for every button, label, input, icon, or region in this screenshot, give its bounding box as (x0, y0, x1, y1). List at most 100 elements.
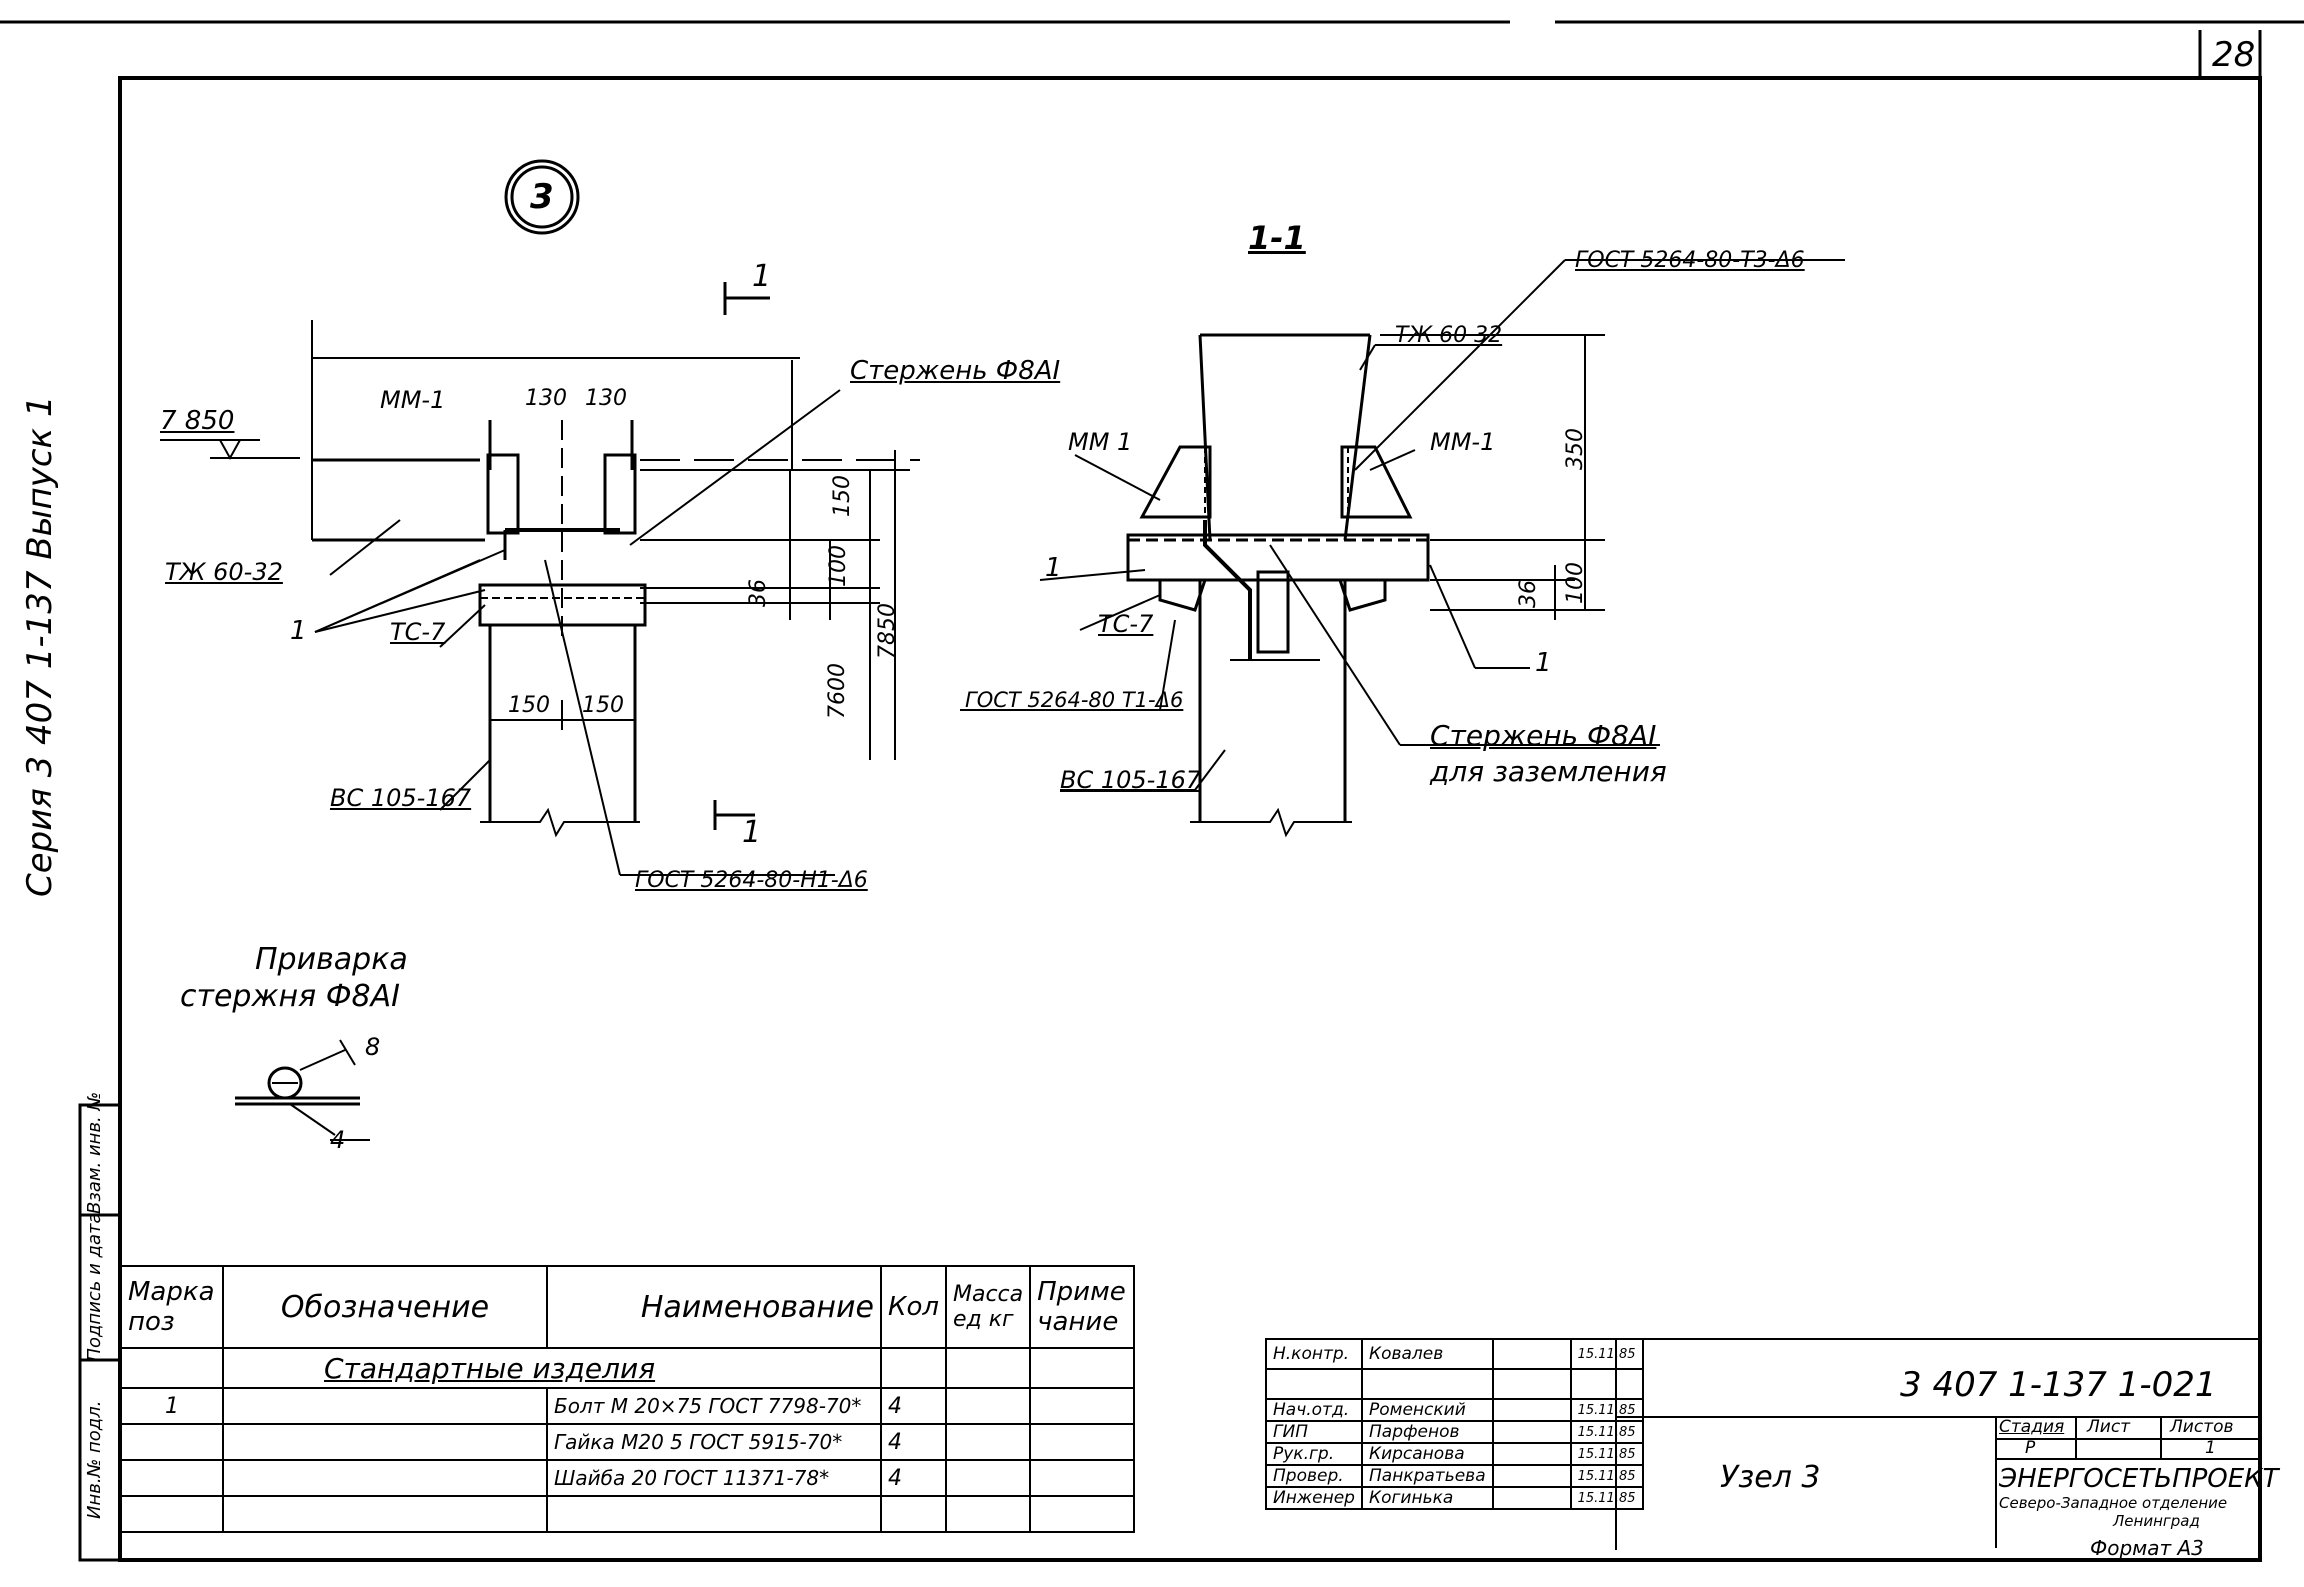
spec-cell-name: Шайба 20 ГОСТ 11371-78* (546, 1459, 882, 1497)
vs105-label-left: ВС 105-167 (330, 784, 472, 812)
tzh-label-right: ТЖ 60 32 (1395, 323, 1503, 348)
mm1-label-right-right: ММ-1 (1430, 428, 1496, 456)
spec-cell-mark: 1 (120, 1387, 224, 1425)
dim-7850-v: 7850 (875, 603, 900, 659)
weld-title-line1: Приварка (255, 942, 408, 977)
staff-date: 15.11.85 (1569, 1486, 1644, 1510)
staff-role: Провер. (1265, 1464, 1363, 1488)
dim-150-a: 150 (508, 693, 550, 718)
drawing-title: Узел 3 (1720, 1460, 1821, 1495)
pos1-label-right-left: 1 (1045, 553, 1062, 583)
elevation-label: 7 850 (160, 406, 235, 436)
staff-date: 15.11.85 (1569, 1420, 1644, 1444)
branch-line1: Северо-Западное отделение (1999, 1494, 2228, 1512)
cut-mark-top: 1 (752, 259, 772, 294)
pos1-label-left: 1 (290, 616, 307, 646)
staff-signature (1491, 1420, 1572, 1444)
dim-130-a: 130 (525, 386, 567, 411)
spec-header-designation: Обозначение (222, 1265, 548, 1349)
weld-title-line2: стержня Ф8АI (180, 979, 400, 1014)
dim-100-v: 100 (826, 545, 851, 587)
cut-mark-bottom: 1 (742, 815, 762, 850)
doc-code: 3 407 1-137 1-021 (1900, 1365, 2217, 1405)
table-row: Шайба 20 ГОСТ 11371-78* 4 (120, 1459, 1136, 1497)
rod-label-right: Стержень Ф8АI (1430, 719, 1657, 752)
staff-table: Н.контр.Ковалев 15.11.85 Нач.отд.Роменски… (1265, 1338, 1644, 1510)
branch-line2: Ленинград (2113, 1512, 2200, 1530)
weld-dim-4: 4 (330, 1126, 346, 1154)
specification-table: Марка поз Обозначение Наименование Кол М… (120, 1265, 1136, 1533)
staff-name: Ковалев (1361, 1338, 1494, 1370)
stage-value: Р (2025, 1438, 2036, 1458)
gost-h1-label: ГОСТ 5264-80-Н1-Δ6 (635, 868, 868, 893)
staff-name: Парфенов (1361, 1420, 1494, 1444)
binding-cell-sign: Подпись и дата (84, 1212, 105, 1362)
staff-name: Роменский (1361, 1398, 1494, 1422)
staff-signature (1491, 1464, 1572, 1488)
staff-date: 15.11.85 (1569, 1398, 1644, 1422)
staff-role: Н.контр. (1265, 1338, 1363, 1370)
staff-signature (1491, 1398, 1572, 1422)
tzh-label-left: ТЖ 60-32 (165, 558, 283, 586)
staff-date: 15.11.85 (1569, 1442, 1644, 1466)
sheets-value: 1 (2205, 1438, 2216, 1458)
staff-signature (1491, 1338, 1572, 1370)
staff-role: Нач.отд. (1265, 1398, 1363, 1422)
spec-group-title: Стандартные изделия (222, 1347, 882, 1389)
section-mark: 1-1 (1248, 219, 1306, 257)
pos1-label-right-right: 1 (1535, 648, 1552, 678)
spec-header-note: Приме чание (1029, 1265, 1136, 1349)
dim-130-b: 130 (585, 386, 627, 411)
rod-purpose-label: для заземления (1430, 755, 1667, 788)
spec-header-qty: Кол (880, 1265, 947, 1349)
binding-cell-replace: Взам. инв. № (84, 1091, 105, 1214)
staff-name: Панкратьева (1361, 1464, 1494, 1488)
sheets-label: Листов (2170, 1417, 2234, 1437)
dim-7600-v: 7600 (825, 663, 850, 719)
table-row: Гайка М20 5 ГОСТ 5915-70* 4 (120, 1423, 1136, 1461)
tc7-label-right: ТС-7 (1098, 610, 1154, 638)
series-label: Серия 3 407 1-137 Выпуск 1 (20, 395, 60, 897)
staff-signature (1491, 1442, 1572, 1466)
title-block: Н.контр.Ковалев 15.11.85 Нач.отд.Роменски… (1265, 1338, 2279, 1560)
stage-label: Стадия (1999, 1417, 2065, 1437)
spec-header-mark: Марка поз (120, 1265, 224, 1349)
vs105-label-right: ВС 105-167 (1060, 766, 1202, 794)
format-label: Формат А3 (2090, 1536, 2204, 1560)
gost-t1-label: ГОСТ 5264-80 Т1-Δ6 (965, 688, 1184, 712)
staff-role: Рук.гр. (1265, 1442, 1363, 1466)
spec-header-mass: Масса ед кг (944, 1265, 1032, 1349)
mm1-label-left: ММ-1 (380, 386, 446, 414)
staff-date: 15.11.85 (1569, 1338, 1644, 1370)
org-name: ЭНЕРГОСЕТЬПРОЕКТ (1999, 1464, 2279, 1494)
staff-signature (1491, 1486, 1572, 1510)
page-number: 28 (2212, 35, 2256, 75)
node-mark: 3 (530, 177, 554, 217)
binding-cell-inv: Инв.№ подл. (84, 1400, 105, 1519)
spec-header-name: Наименование (546, 1265, 882, 1349)
staff-name: Кирсанова (1361, 1442, 1494, 1466)
spec-cell-qty: 4 (880, 1459, 947, 1497)
spec-cell-name: Болт М 20×75 ГОСТ 7798-70* (546, 1387, 882, 1425)
dim-150-b: 150 (582, 693, 624, 718)
staff-role: ГИП (1265, 1420, 1363, 1444)
sheet-label: Лист (2087, 1417, 2131, 1437)
dim-100-v-right: 100 (1563, 562, 1588, 604)
dim-150-v: 150 (830, 475, 855, 517)
dim-36-v: 36 (746, 579, 771, 607)
weld-dim-8: 8 (365, 1033, 381, 1061)
spec-cell-mark (120, 1459, 224, 1497)
staff-date: 15.11.85 (1569, 1464, 1644, 1488)
dim-350-v: 350 (1563, 428, 1588, 470)
mm1-label-right-left: ММ 1 (1068, 428, 1133, 456)
dim-36-v-right: 36 (1516, 580, 1541, 608)
spec-cell-qty: 4 (880, 1423, 947, 1461)
gost-t3-label: ГОСТ 5264-80-Т3-Δ6 (1575, 248, 1805, 273)
spec-cell-mark (120, 1423, 224, 1461)
staff-role: Инженер (1265, 1486, 1363, 1510)
table-row: 1 Болт М 20×75 ГОСТ 7798-70* 4 (120, 1387, 1136, 1425)
rod-label-left: Стержень Ф8АI (850, 356, 1061, 386)
tc7-label-left: ТС-7 (390, 618, 446, 646)
staff-name: Когинька (1361, 1486, 1494, 1510)
